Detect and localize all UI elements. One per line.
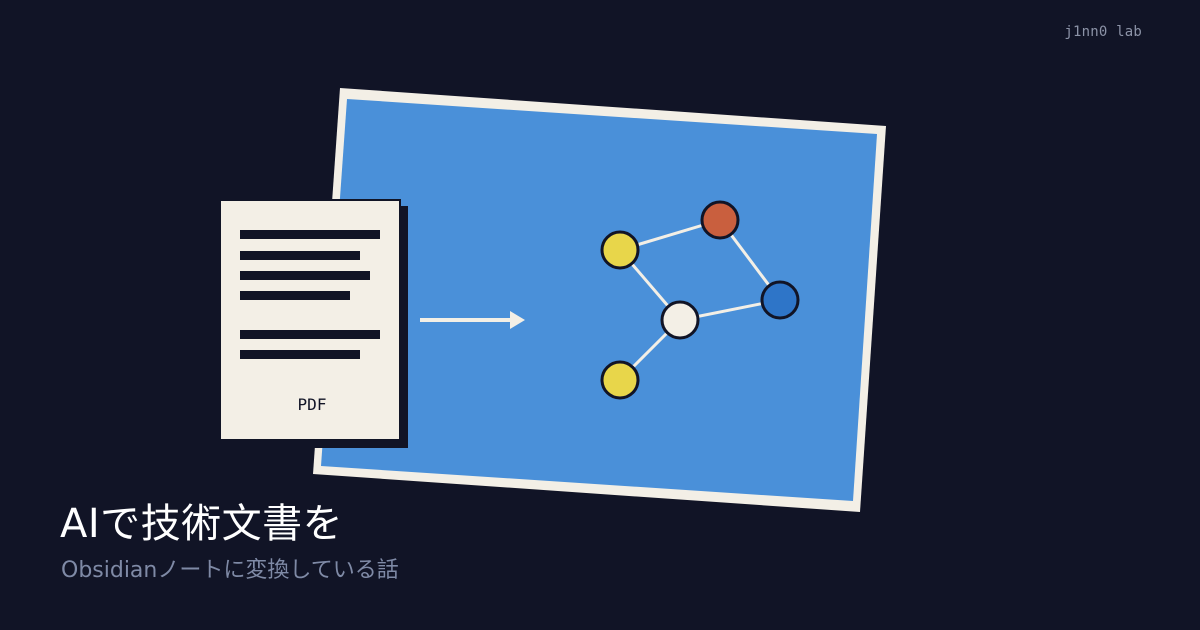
text-line (240, 291, 350, 300)
graph-node (760, 280, 800, 320)
headline-subtitle: Obsidianノートに変換している話 (61, 558, 399, 583)
pdf-label: PDF (298, 395, 327, 414)
blue-card (313, 88, 886, 512)
document-icon: PDF (219, 199, 408, 448)
graph-node (600, 230, 640, 270)
knowledge-graph-icon (600, 200, 800, 400)
graph-node (600, 360, 640, 400)
text-line (240, 271, 370, 280)
headline-title: AIで技術文書を (60, 501, 344, 547)
text-line (240, 330, 380, 339)
text-line (240, 251, 360, 260)
arrow-right-icon (420, 311, 525, 329)
brand-label: j1nn0 lab (1064, 24, 1142, 40)
text-line (240, 230, 380, 239)
graph-node (700, 200, 740, 240)
graph-node (660, 300, 700, 340)
text-line (240, 350, 360, 359)
